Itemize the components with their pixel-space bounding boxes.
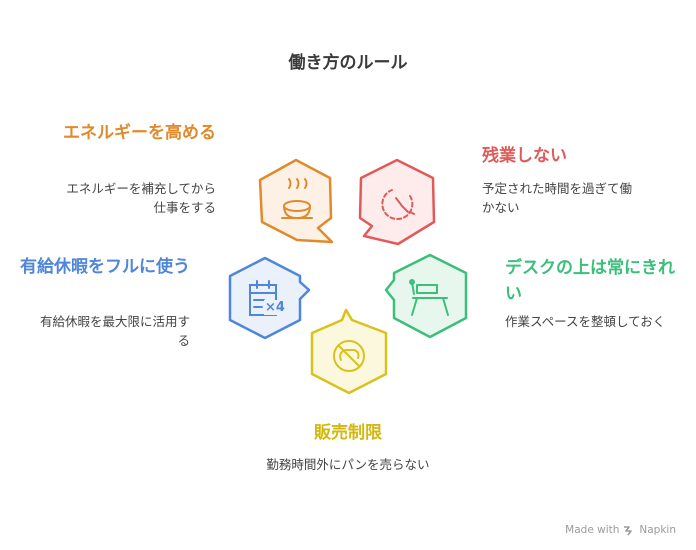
calendar-badge: ×4 bbox=[264, 300, 286, 315]
desk-desc: 作業スペースを整頓しておく bbox=[505, 314, 666, 329]
energy-desc: エネルギーを補充してから仕事をする bbox=[66, 181, 216, 215]
leave-desc: 有給休暇を最大限に活用する bbox=[39, 314, 190, 348]
overtime-hexagon bbox=[358, 158, 436, 246]
clock-icon bbox=[381, 189, 415, 221]
overtime-label: 残業しない bbox=[482, 146, 567, 166]
no-bread-icon bbox=[333, 340, 365, 372]
energy-label: エネルギーを高める bbox=[63, 123, 216, 143]
sales-hexagon bbox=[310, 308, 388, 395]
sales-label: 販売制限 bbox=[314, 423, 382, 443]
leave-hexagon bbox=[228, 256, 311, 340]
overtime-desc: 予定された時間を過ぎて働かない bbox=[482, 181, 633, 215]
napkin-logo-icon bbox=[624, 525, 633, 535]
watermark-prefix: Made with bbox=[565, 524, 620, 536]
coffee-cup-icon bbox=[281, 178, 313, 220]
leave-label: 有給休暇をフルに使う bbox=[20, 257, 190, 277]
watermark-brand: Napkin bbox=[639, 524, 676, 536]
desk-label: デスクの上は常にきれい bbox=[505, 258, 675, 304]
calendar-icon bbox=[249, 280, 277, 316]
sales-desc: 勤務時間外にパンを売らない bbox=[266, 457, 430, 472]
diagram-title: 働き方のルール bbox=[288, 53, 408, 73]
desk-hexagon bbox=[384, 253, 468, 339]
watermark: Made with Napkin bbox=[565, 524, 676, 536]
desk-icon bbox=[409, 279, 449, 316]
energy-hexagon bbox=[258, 158, 334, 244]
